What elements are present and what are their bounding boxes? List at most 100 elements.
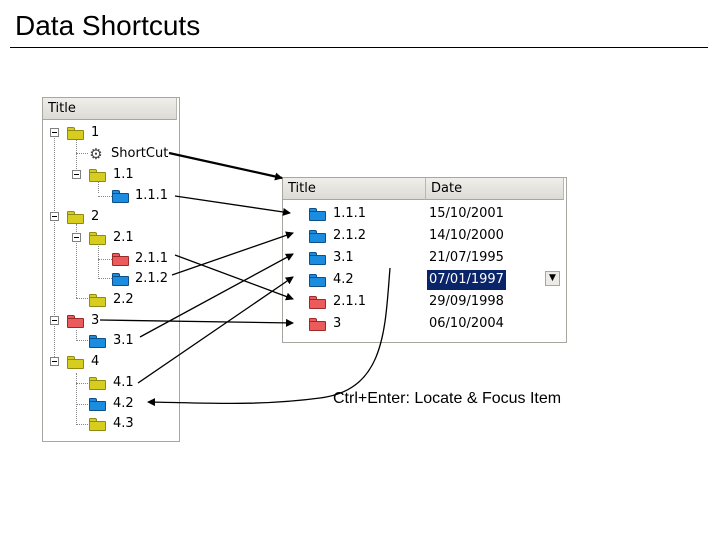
list-row[interactable]: 3.1 21/07/1995 (283, 248, 564, 268)
arrow-2-1-2 (171, 231, 294, 276)
date-dropdown-button[interactable]: ▼ (545, 271, 560, 286)
tree-connector (54, 138, 55, 361)
arrow-2-1-1 (174, 254, 294, 301)
collapse-toggle[interactable] (72, 170, 81, 179)
blue-folder-icon (112, 190, 129, 203)
collapse-toggle[interactable] (50, 128, 59, 137)
chevron-down-icon: ▼ (549, 273, 556, 283)
list-cell-date: 29/09/1998 (429, 294, 504, 309)
yellow-folder-icon (89, 232, 106, 245)
list-cell-title: 4.2 (333, 272, 354, 287)
list-cell-date: 06/10/2004 (429, 316, 504, 331)
arrow-1-1-1 (174, 195, 291, 216)
tree-view[interactable]: Title 1 ⚙ ShortCut 1.1 1.1.1 2 2.1 (42, 97, 180, 442)
collapse-toggle[interactable] (50, 316, 59, 325)
tree-item-label: 2 (91, 209, 100, 224)
blue-folder-icon (112, 273, 129, 286)
tree-item[interactable]: ⚙ ShortCut (43, 144, 177, 164)
red-folder-icon (309, 296, 326, 309)
tree-item[interactable]: 4.3 (43, 414, 177, 434)
tree-item-label: 4.1 (113, 375, 134, 390)
list-row[interactable]: 3 06/10/2004 (283, 314, 564, 334)
yellow-folder-icon (89, 169, 106, 182)
tree-connector (76, 153, 88, 154)
tree-item[interactable]: 2.1.1 (43, 249, 177, 269)
red-folder-icon (309, 318, 326, 331)
yellow-folder-icon (67, 356, 84, 369)
title-divider (10, 47, 708, 48)
collapse-toggle[interactable] (72, 233, 81, 242)
tree-item[interactable]: 1.1 (43, 165, 177, 185)
yellow-folder-icon (67, 211, 84, 224)
tree-connector (76, 404, 90, 405)
yellow-folder-icon (67, 127, 84, 140)
list-cell-title: 1.1.1 (333, 206, 367, 221)
arrow-shortcut-to-list (168, 151, 283, 181)
tree-connector (76, 383, 90, 384)
tree-item[interactable]: 1 (43, 123, 177, 143)
list-cell-date: 21/07/1995 (429, 250, 504, 265)
red-folder-icon (67, 315, 84, 328)
tree-item-label: ShortCut (111, 146, 169, 161)
list-cell-date: 15/10/2001 (429, 206, 504, 221)
list-column-header-date[interactable]: Date (426, 178, 564, 200)
tree-item-label: 4.3 (113, 416, 134, 431)
tree-item[interactable]: 4 (43, 352, 177, 372)
tree-item-label: 1.1 (113, 167, 134, 182)
yellow-folder-icon (89, 377, 106, 390)
tree-connector (76, 424, 90, 425)
collapse-toggle[interactable] (50, 357, 59, 366)
tree-item-label: 4 (91, 354, 100, 369)
tree-item-label: 4.2 (113, 396, 134, 411)
tree-item[interactable]: 2.1.2 (43, 269, 177, 289)
list-row[interactable]: 2.1.1 29/09/1998 (283, 292, 564, 312)
list-row[interactable]: 2.1.2 14/10/2000 (283, 226, 564, 246)
tree-item[interactable]: 3 (43, 311, 177, 331)
list-cell-title: 3.1 (333, 250, 354, 265)
list-cell-title: 2.1.2 (333, 228, 367, 243)
tree-connector (98, 182, 99, 193)
list-view[interactable]: Title Date 1.1.1 15/10/2001 2.1.2 14/10/… (282, 177, 567, 343)
list-row[interactable]: 1.1.1 15/10/2001 (283, 204, 564, 224)
blue-folder-icon (309, 208, 326, 221)
tree-connector (76, 373, 77, 425)
slide-title: Data Shortcuts (15, 10, 201, 41)
yellow-folder-icon (89, 418, 106, 431)
tree-item[interactable]: 1.1.1 (43, 186, 177, 206)
tree-item-label: 2.1.2 (135, 271, 169, 286)
tree-connector (76, 138, 77, 175)
tree-item-label: 3.1 (113, 333, 134, 348)
yellow-folder-icon (89, 294, 106, 307)
tree-item[interactable]: 3.1 (43, 331, 177, 351)
tree-connector (98, 259, 112, 260)
list-row-selected[interactable]: 4.2 07/01/1997 (283, 270, 564, 290)
collapse-toggle[interactable] (50, 212, 59, 221)
tree-connector (98, 278, 112, 279)
tree-connector (76, 340, 90, 341)
blue-folder-icon (309, 252, 326, 265)
tree-item-label: 2.2 (113, 292, 134, 307)
list-column-header-title[interactable]: Title (283, 178, 426, 200)
tree-item-label: 3 (91, 313, 100, 328)
date-edit-field[interactable]: 07/01/1997 (427, 270, 506, 290)
tree-connector (76, 224, 77, 298)
tree-connector (76, 330, 77, 339)
list-cell-title: 2.1.1 (333, 294, 367, 309)
tree-item-label: 2.1 (113, 230, 134, 245)
gear-icon: ⚙ (89, 145, 103, 163)
tree-connector (98, 246, 99, 277)
red-folder-icon (112, 253, 129, 266)
tree-connector (98, 196, 112, 197)
blue-folder-icon (89, 398, 106, 411)
blue-folder-icon (309, 274, 326, 287)
tree-connector (76, 298, 90, 299)
list-cell-date: 14/10/2000 (429, 228, 504, 243)
tree-item[interactable]: 2.1 (43, 228, 177, 248)
tree-item[interactable]: 4.1 (43, 373, 177, 393)
tree-item[interactable]: 2.2 (43, 290, 177, 310)
tree-item[interactable]: 2 (43, 207, 177, 227)
tree-item[interactable]: 4.2 (43, 394, 177, 414)
tree-column-header-title[interactable]: Title (43, 98, 177, 120)
tree-item-label: 2.1.1 (135, 251, 169, 266)
tree-item-label: 1 (91, 125, 100, 140)
